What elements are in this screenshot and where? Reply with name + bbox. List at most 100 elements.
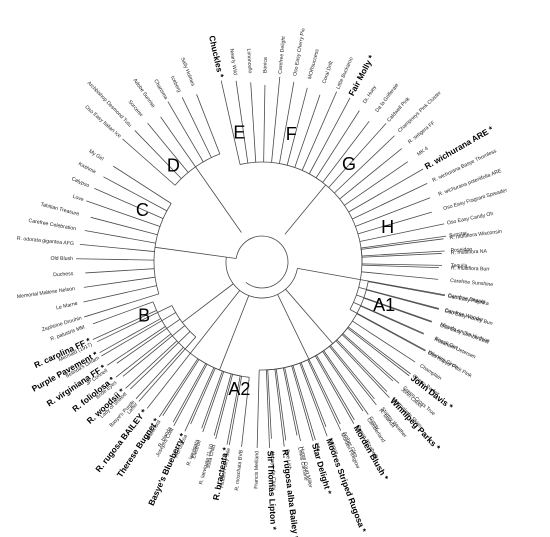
- leaf-branch: [122, 138, 176, 186]
- leaf-branch: [84, 293, 159, 318]
- clade-label: A1: [373, 295, 395, 315]
- leaf-branch: [361, 264, 439, 268]
- leaf-branch: [90, 216, 158, 236]
- leaf-branch: [162, 359, 200, 416]
- leaf-branch: [316, 355, 355, 421]
- clade-stem: [284, 184, 327, 235]
- leaf-label: Carefree Delight: [277, 35, 287, 74]
- leaf-branch: [241, 377, 250, 447]
- leaf-branch: [274, 369, 285, 447]
- leaf-branch: [299, 363, 328, 437]
- leaf-branch: [284, 367, 301, 441]
- leaf-branch: [335, 340, 390, 398]
- leaf-branch: [173, 363, 208, 426]
- leaf-branch: [336, 339, 388, 392]
- leaf-branch: [330, 345, 375, 400]
- leaf-branch: [356, 313, 426, 352]
- leaf-branch: [167, 101, 204, 163]
- leaf-branch: [344, 161, 409, 206]
- leaf-branch: [130, 331, 191, 390]
- leaf-label: Sunstar: [449, 231, 468, 239]
- leaf-branch: [323, 350, 369, 415]
- leaf-branch: [107, 326, 166, 366]
- leaf-branch: [282, 367, 298, 436]
- leaf-branch: [135, 347, 184, 400]
- leaf-branch: [92, 301, 154, 325]
- leaf-label: Poseidon: [450, 247, 472, 254]
- leaf-branch: [339, 148, 402, 200]
- leaf-branch: [101, 312, 176, 357]
- leaf-branch: [322, 120, 370, 183]
- leaf-label: Dee Lish: [284, 449, 293, 470]
- leaf-label: Tequila: [451, 263, 468, 269]
- leaf-label: Archbishop Desmond Tutu: [86, 80, 133, 128]
- leaf-label: R. moschata BVB: [234, 449, 245, 491]
- leaf-branch: [267, 369, 272, 439]
- leaf-branch: [342, 333, 400, 384]
- leaf-branch: [228, 376, 242, 446]
- clade-stem: [219, 295, 250, 371]
- clade-leaf-arc: [239, 161, 363, 266]
- leaf-label: Duchess: [53, 271, 74, 278]
- leaf-label: Intrigue: [327, 437, 339, 455]
- leaf-label: R. multiflora NA: [451, 249, 488, 257]
- leaf-branch: [361, 271, 439, 280]
- clade-label: A2: [228, 379, 250, 399]
- leaf-branch: [76, 258, 155, 261]
- clade-label: H: [381, 217, 394, 237]
- root-arc: [225, 257, 298, 299]
- leaf-branch: [138, 336, 197, 402]
- leaf-branch: [125, 340, 178, 389]
- leaf-label: Charisma: [152, 79, 168, 101]
- leaf-label: Electron: [191, 440, 203, 460]
- leaf-branch: [196, 94, 221, 155]
- leaf-branch: [361, 250, 445, 257]
- leaf-branch: [83, 276, 156, 288]
- leaf-branch: [97, 305, 173, 343]
- leaf-branch: [279, 81, 295, 164]
- leaf-branch: [201, 370, 223, 429]
- leaf-branch: [360, 235, 447, 249]
- leaf-branch: [85, 268, 155, 274]
- leaf-branch: [357, 211, 432, 235]
- leaf-label: Limoncello: [245, 48, 253, 73]
- leaf-label: Champneys Pink Cluster: [397, 90, 443, 134]
- leaf-branch: [368, 281, 445, 297]
- leaf-label: Coral Drift: [321, 60, 334, 85]
- leaf-label: Julia Child: [206, 444, 218, 469]
- leaf-branch: [356, 294, 433, 322]
- clade-label: C: [136, 200, 149, 220]
- leaf-label: Iceberg: [169, 75, 182, 93]
- leaf-branch: [355, 197, 431, 227]
- leaf-branch: [308, 97, 351, 175]
- leaf-branch: [363, 297, 432, 323]
- leaf-branch: [202, 371, 225, 433]
- leaf-branch: [292, 365, 316, 441]
- leaf-branch: [160, 116, 196, 168]
- clade-stem: [182, 283, 234, 323]
- leaf-branch: [341, 334, 394, 382]
- leaf-branch: [359, 223, 445, 242]
- leaf-branch: [361, 263, 442, 266]
- leaf-label: R. multiflora Burr: [451, 265, 490, 272]
- clade-stem: [190, 290, 241, 354]
- leaf-branch: [358, 287, 440, 309]
- clade-label: E: [233, 123, 245, 143]
- leaf-branch: [275, 369, 287, 441]
- leaf-label: MORsuccess: [307, 48, 321, 80]
- leaf-branch: [213, 373, 232, 436]
- leaf-branch: [328, 123, 387, 188]
- clade-stem: [285, 288, 334, 344]
- clade-stem: [154, 246, 227, 258]
- leaf-label: Love: [72, 194, 85, 203]
- leaf-branch: [86, 200, 161, 227]
- leaf-branch: [94, 188, 164, 219]
- leaf-label: R. wichurana ARE *: [423, 123, 496, 171]
- leaf-branch: [294, 94, 321, 168]
- leaf-branch: [308, 359, 341, 425]
- leaf-branch: [83, 285, 157, 303]
- leaf-branch: [352, 183, 428, 220]
- leaf-label: Carefree Celebration: [28, 218, 77, 232]
- leaf-branch: [250, 82, 257, 163]
